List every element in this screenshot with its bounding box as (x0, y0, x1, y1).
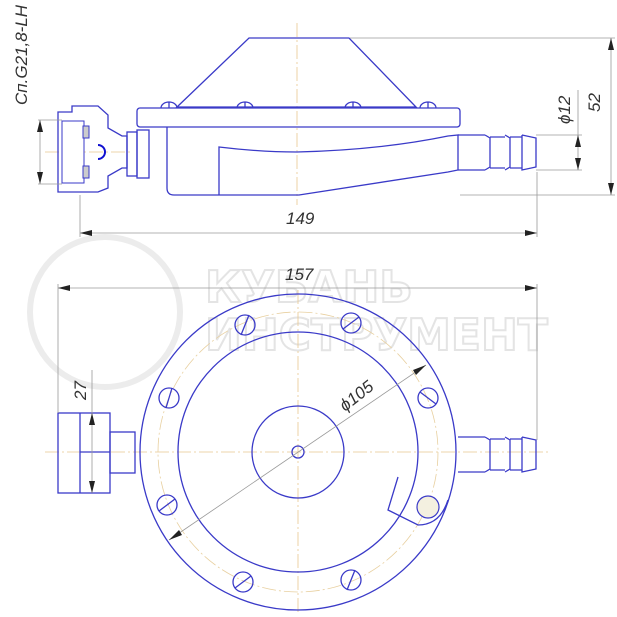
hose-nipple (458, 436, 537, 473)
dim-nipple-diameter: ϕ12 (555, 95, 574, 124)
spring-cap (251, 405, 345, 499)
arrow-icon (37, 120, 43, 132)
flange-screws (156, 312, 439, 593)
dim-line-diameter (168, 364, 427, 541)
arrow-icon (58, 285, 70, 291)
arrow-icon (608, 38, 614, 50)
arrow-icon (413, 365, 426, 375)
seal-bottom (82, 165, 90, 179)
arrow-icon (37, 172, 43, 184)
screw-icon (158, 387, 180, 409)
hose-nipple (458, 134, 537, 171)
screw-icon (344, 101, 362, 109)
coupling-nut (57, 412, 111, 494)
nut-bore (61, 120, 85, 184)
adjustment-lug (387, 476, 449, 526)
screw-icon (236, 101, 254, 109)
arrow-icon (89, 413, 95, 425)
dim-nut-27: 27 (71, 381, 90, 401)
valve-pin (97, 144, 106, 160)
screw-icon (232, 571, 254, 593)
screw-icon (340, 569, 362, 591)
screw-icon (417, 387, 439, 409)
thread-label: Сп.G21,8-LH (12, 4, 31, 105)
screw-icon (234, 314, 256, 336)
cover-screws (160, 101, 437, 109)
seal-top (82, 125, 90, 139)
lug-screw-icon (416, 495, 440, 519)
dim-height-52: 52 (585, 93, 604, 112)
arrow-icon (575, 135, 581, 147)
top-view: 157 27 ϕ105 (45, 265, 550, 615)
side-view: 52 ϕ12 Сп.G21,8-LH 149 (12, 4, 615, 237)
arrow-icon (525, 230, 537, 236)
screw-icon (160, 101, 178, 109)
watermark-line2: ИНСТРУМЕНТ (205, 310, 548, 361)
fitting-neck (126, 131, 138, 177)
bolt-circle (157, 311, 439, 593)
regulator-body (166, 127, 459, 196)
screw-icon (419, 101, 437, 109)
arrow-icon (608, 183, 614, 195)
fitting-neck (109, 431, 136, 474)
fitting-collar (136, 129, 150, 179)
dim-diameter-105: ϕ105 (336, 377, 378, 416)
arrow-icon (89, 481, 95, 493)
screw-icon (340, 312, 362, 334)
coupling-nut-section (57, 105, 128, 193)
screw-icon (156, 494, 178, 516)
outer-flange (139, 293, 457, 611)
arrow-icon (525, 285, 537, 291)
arrow-icon (169, 530, 182, 540)
arrow-icon (80, 230, 92, 236)
arrow-icon (575, 158, 581, 170)
vent-hole (291, 445, 305, 459)
watermark-logo (27, 234, 183, 390)
flange (136, 107, 461, 128)
dim-width-157: 157 (285, 265, 314, 284)
diaphragm-cover (175, 37, 418, 108)
dim-length-149: 149 (286, 209, 315, 228)
diaphragm-housing (177, 331, 419, 573)
